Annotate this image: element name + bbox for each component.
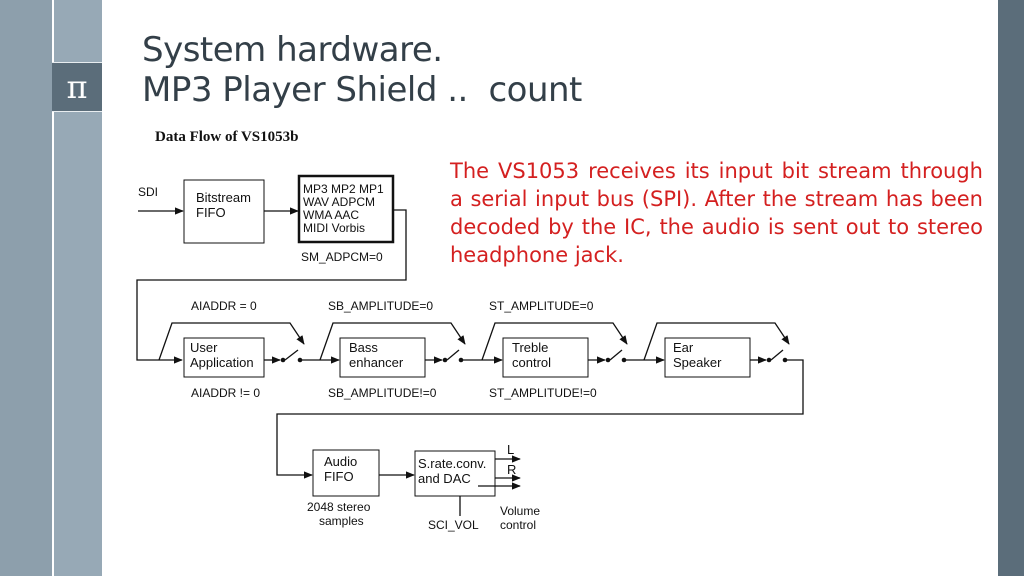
slide-title: System hardware. MP3 Player Shield .. co… <box>142 30 582 110</box>
diagram-heading: Data Flow of VS1053b <box>155 129 298 145</box>
decoder-line-1: MP3 MP2 MP1 <box>303 182 384 196</box>
switch-1-blade <box>284 349 299 361</box>
pi-logo-icon: π <box>52 62 102 112</box>
switch-3-blade <box>609 349 623 361</box>
right-sidebar-band <box>998 0 1024 576</box>
decoder-to-row2-line <box>136 209 407 364</box>
vs1053-data-flow-diagram: Data Flow of VS1053b SDI Bitstream FIFO … <box>136 129 804 532</box>
slide-title-line-2: MP3 Player Shield .. count <box>142 70 582 110</box>
audio-fifo-line-2: FIFO <box>324 469 354 484</box>
switch-2-blade <box>446 349 460 361</box>
st-top-label: ST_AMPLITUDE=0 <box>489 299 594 313</box>
audio-fifo-line-1: Audio <box>324 454 357 469</box>
decoder-line-3: WMA AAC <box>303 208 359 222</box>
st-bottom-label: ST_AMPLITUDE!=0 <box>489 386 597 400</box>
aiaddr-top-label: AIADDR = 0 <box>191 299 257 313</box>
bass-enhancer-line-2: enhancer <box>349 355 404 370</box>
sci-vol-label: SCI_VOL <box>428 518 479 532</box>
switch-2-node <box>458 357 464 363</box>
ear-speaker-line-1: Ear <box>673 340 694 355</box>
slide-body-text: The VS1053 receives its input bit stream… <box>450 159 983 267</box>
switch-1-node <box>297 357 303 363</box>
switch-4-node <box>782 357 788 363</box>
dac-box <box>414 450 496 497</box>
ear-speaker-box <box>664 337 751 378</box>
bypass-line-4 <box>643 322 790 361</box>
bitstream-fifo-box <box>183 179 265 244</box>
out-l-label: L <box>507 442 514 457</box>
switch-4-blade <box>770 349 784 361</box>
sb-bottom-label: SB_AMPLITUDE!=0 <box>328 386 437 400</box>
bass-enhancer-line-1: Bass <box>349 340 378 355</box>
treble-control-box <box>502 337 589 378</box>
switch-3-icon <box>605 357 611 363</box>
switch-3-node <box>621 357 627 363</box>
decoder-line-2: WAV ADPCM <box>303 195 375 209</box>
bitstream-fifo-line-2: FIFO <box>196 205 226 220</box>
bitstream-fifo-line-1: Bitstream <box>196 190 251 205</box>
slide-title-line-1: System hardware. <box>142 30 443 70</box>
row2-to-row3-line <box>276 359 804 479</box>
treble-control-line-1: Treble <box>512 340 548 355</box>
decoder-box <box>297 174 395 244</box>
user-application-box <box>183 337 265 378</box>
switch-1-icon <box>280 357 286 363</box>
sb-top-label: SB_AMPLITUDE=0 <box>328 299 433 313</box>
bypass-line-1 <box>158 322 305 361</box>
bass-enhancer-box <box>339 337 426 378</box>
bypass-line-2 <box>319 322 466 361</box>
switch-4-icon <box>766 357 772 363</box>
user-application-line-1: User <box>190 340 218 355</box>
bypass-line-3 <box>481 322 628 361</box>
dac-line-1: S.rate.conv. <box>418 456 486 471</box>
volume-label-line-2: control <box>500 518 536 532</box>
sm-adpcm-label: SM_ADPCM=0 <box>301 250 383 264</box>
decoder-line-4: MIDI Vorbis <box>303 221 365 235</box>
user-application-line-2: Application <box>190 355 254 370</box>
treble-control-line-2: control <box>512 355 551 370</box>
out-r-label: R <box>507 462 516 477</box>
audio-fifo-note-line-1: 2048 stereo <box>307 500 371 514</box>
left-sidebar-band <box>0 0 52 576</box>
sdi-label: SDI <box>138 185 158 199</box>
audio-fifo-note-line-2: samples <box>319 514 364 528</box>
volume-label-line-1: Volume <box>500 504 540 518</box>
aiaddr-bottom-label: AIADDR != 0 <box>191 386 260 400</box>
ear-speaker-line-2: Speaker <box>673 355 722 370</box>
switch-2-icon <box>442 357 448 363</box>
dac-line-2: and DAC <box>418 471 471 486</box>
audio-fifo-box <box>312 449 380 497</box>
